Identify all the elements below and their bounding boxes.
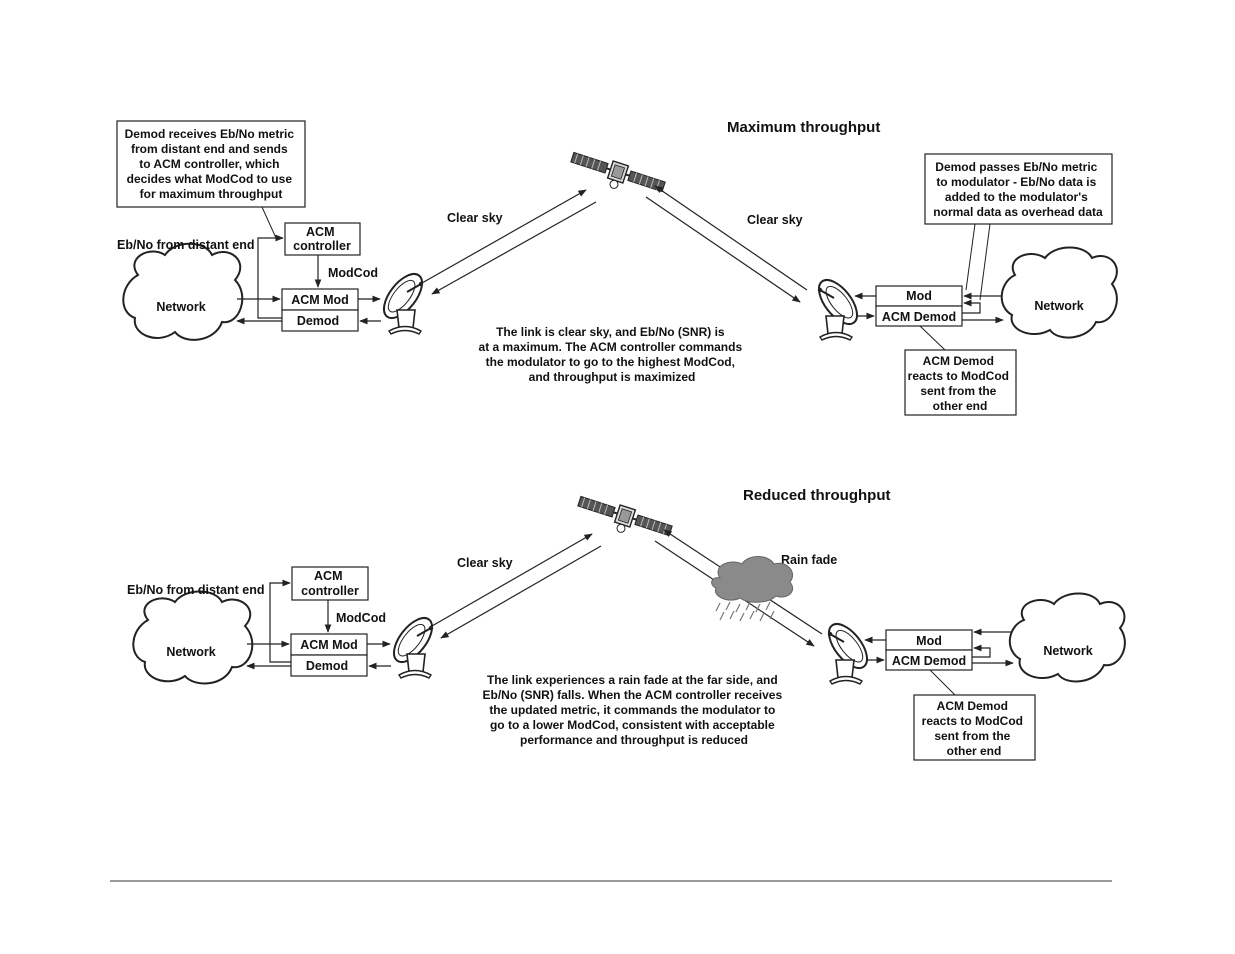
bottom-left-uplink (431, 533, 593, 627)
bottom-modcod-label: ModCod (336, 611, 386, 625)
bottom-react-note: ACM Demod reacts to ModCod sent from the… (922, 699, 1027, 758)
top-right-downlink (645, 196, 801, 303)
bottom-center-note: The link experiences a rain fade at the … (483, 673, 786, 747)
bottom-clear-sky-label: Clear sky (457, 556, 513, 570)
rain-cloud-icon (711, 556, 794, 622)
top-right-note-pointer-1 (965, 223, 976, 291)
bottom-right-dish-icon (820, 616, 876, 685)
top-acm-demod-label: ACM Demod (882, 310, 956, 324)
top-demod-label: Demod (297, 314, 339, 328)
top-left-note: Demod receives Eb/No metric from distant… (125, 127, 298, 201)
bottom-acm-demod-label: ACM Demod (892, 654, 966, 668)
bottom-react-note-box (913, 694, 1036, 761)
bottom-right-network-label: Network (1043, 644, 1092, 658)
bottom-section: Reduced throughput Network ACM controlle… (127, 487, 1126, 761)
top-acm-mod-label: ACM Mod (291, 293, 349, 307)
bottom-acm-controller-label: ACM controller (301, 569, 359, 598)
top-satellite-icon (566, 147, 668, 205)
top-left-uplink (421, 189, 587, 284)
top-react-note: ACM Demod reacts to ModCod sent from the… (908, 354, 1013, 413)
top-left-note-pointer (261, 206, 277, 239)
bottom-rain-fade-label: Rain fade (781, 553, 837, 567)
bottom-left-downlink (440, 545, 602, 639)
top-clear-sky-left: Clear sky (447, 211, 503, 225)
bottom-ebno-feedback-arrow (269, 579, 291, 663)
top-left-dish-icon (375, 266, 431, 335)
bottom-acm-mod-label: ACM Mod (300, 638, 358, 652)
bottom-demod-label: Demod (306, 659, 348, 673)
top-acm-demod-box (875, 305, 963, 327)
bottom-left-dish-icon (385, 610, 441, 679)
top-left-network-label: Network (156, 300, 205, 314)
top-clear-sky-right: Clear sky (747, 213, 803, 227)
top-right-note-box (924, 153, 1113, 225)
top-left-network-cloud (122, 242, 244, 341)
top-right-network-cloud (1000, 246, 1118, 339)
bottom-acm-demod-box (885, 649, 973, 671)
top-right-uplink (654, 185, 808, 291)
top-left-note-box (116, 120, 306, 208)
bottom-title: Reduced throughput (743, 487, 890, 504)
bottom-left-network-cloud (132, 590, 254, 685)
top-modcod-label: ModCod (328, 266, 378, 280)
bottom-react-note-pointer (929, 669, 956, 696)
top-center-note: The link is clear sky, and Eb/No (SNR) i… (479, 325, 746, 384)
top-acm-controller-label: ACM controller (293, 225, 351, 253)
top-right-note: Demod passes Eb/No metric to modulator -… (933, 160, 1103, 219)
top-mod-label: Mod (906, 289, 932, 303)
bottom-right-network-cloud (1009, 592, 1126, 683)
top-title: Maximum throughput (727, 119, 880, 136)
top-ebno-label: Eb/No from distant end (117, 238, 255, 252)
top-ebno-feedback-arrow (257, 234, 284, 319)
top-react-note-pointer (919, 325, 946, 351)
top-section: Maximum throughput Demod receives Eb/No … (116, 119, 1118, 416)
top-right-note-pointer-2 (979, 223, 991, 301)
top-right-network-label: Network (1034, 299, 1083, 313)
bottom-ebno-loop-arrow (972, 644, 991, 658)
top-react-note-box (904, 349, 1017, 416)
bottom-ebno-label: Eb/No from distant end (127, 583, 265, 597)
bottom-acm-controller-box (291, 566, 369, 601)
bottom-mod-label: Mod (916, 634, 942, 648)
bottom-left-network-label: Network (166, 645, 215, 659)
top-left-downlink (431, 201, 597, 295)
top-right-dish-icon (810, 272, 866, 341)
top-ebno-loop-arrow (962, 299, 981, 314)
top-acm-controller-box (284, 222, 361, 256)
bottom-satellite-icon (573, 491, 675, 549)
